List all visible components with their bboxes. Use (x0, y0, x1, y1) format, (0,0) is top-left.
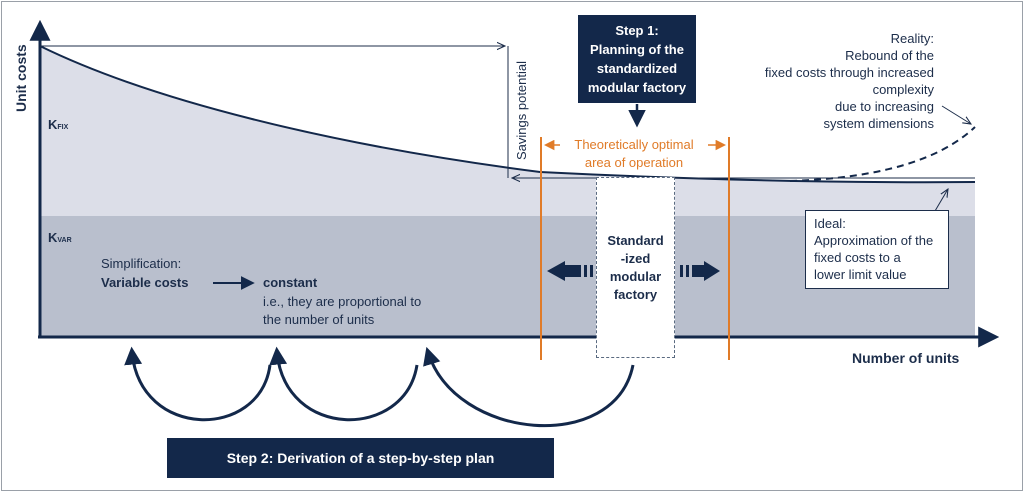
fixed-cost-region (40, 46, 975, 216)
constant-label: constant (263, 275, 318, 290)
proportional-line2: the number of units (263, 312, 375, 327)
factory-line1: Standard (607, 232, 664, 248)
curve-arrow-3 (423, 346, 635, 428)
kfix-label: KFIX (48, 117, 68, 132)
reality-text: Reality: Rebound of the fixed costs thro… (740, 30, 934, 132)
optimal-line2: area of operation (584, 155, 684, 170)
ideal-line4: lower limit value (814, 267, 907, 282)
curve-arrow-1 (124, 346, 272, 422)
optimal-area-label: Theoretically optimal area of operation (560, 136, 708, 172)
ideal-line2: Approximation of the (814, 233, 934, 248)
reality-line2: Rebound of the (845, 48, 934, 63)
ideal-line1: Ideal: (814, 216, 846, 231)
kvar-label: KVAR (48, 230, 72, 245)
step1-line2: Planning of the (590, 42, 684, 57)
fixed-cost-curve (39, 45, 976, 184)
x-axis-label: Number of units (852, 350, 960, 366)
expand-left-arrow (547, 261, 593, 281)
step1-line4: modular factory (587, 80, 687, 95)
reality-pointer (941, 105, 971, 124)
reality-line1: Reality: (890, 31, 934, 46)
step1-line1: Step 1: (615, 23, 659, 38)
kvar-main: K (48, 230, 58, 245)
kfix-sub: FIX (57, 124, 69, 131)
factory-text: Standard -ized modular factory (607, 232, 663, 304)
ideal-line3: fixed costs to a (814, 250, 901, 265)
expand-right-arrow (680, 261, 720, 281)
factory-line2: -ized (620, 250, 651, 266)
y-axis-label: Unit costs (13, 44, 29, 112)
savings-potential-label: Savings potential (514, 60, 529, 160)
factory-line3: modular (609, 268, 662, 284)
curve-arrow-2 (269, 346, 419, 422)
proportional-line1: i.e., they are proportional to (263, 294, 422, 309)
standardized-factory-box: Standard -ized modular factory (596, 177, 675, 358)
factory-line4: factory (613, 286, 658, 302)
reality-line5: due to increasing (834, 99, 934, 114)
ideal-box: Ideal: Approximation of the fixed costs … (805, 210, 949, 289)
step2-box: Step 2: Derivation of a step-by-step pla… (167, 438, 554, 478)
reality-line3: fixed costs through increased (764, 65, 934, 80)
optimal-line1: Theoretically optimal (574, 137, 694, 152)
simplification-title: Simplification: (101, 256, 182, 271)
reality-line4: complexity (872, 82, 934, 97)
kvar-sub: VAR (57, 237, 72, 244)
step1-box: Step 1: Planning of the standardized mod… (578, 15, 696, 103)
variable-costs-label: Variable costs (101, 275, 189, 290)
reality-line6: system dimensions (823, 116, 934, 131)
step1-line3: standardized (596, 61, 678, 76)
rebound-curve (789, 126, 976, 182)
kfix-main: K (48, 117, 58, 132)
ideal-pointer (934, 189, 948, 212)
step2-label: Step 2: Derivation of a step-by-step pla… (226, 450, 495, 466)
